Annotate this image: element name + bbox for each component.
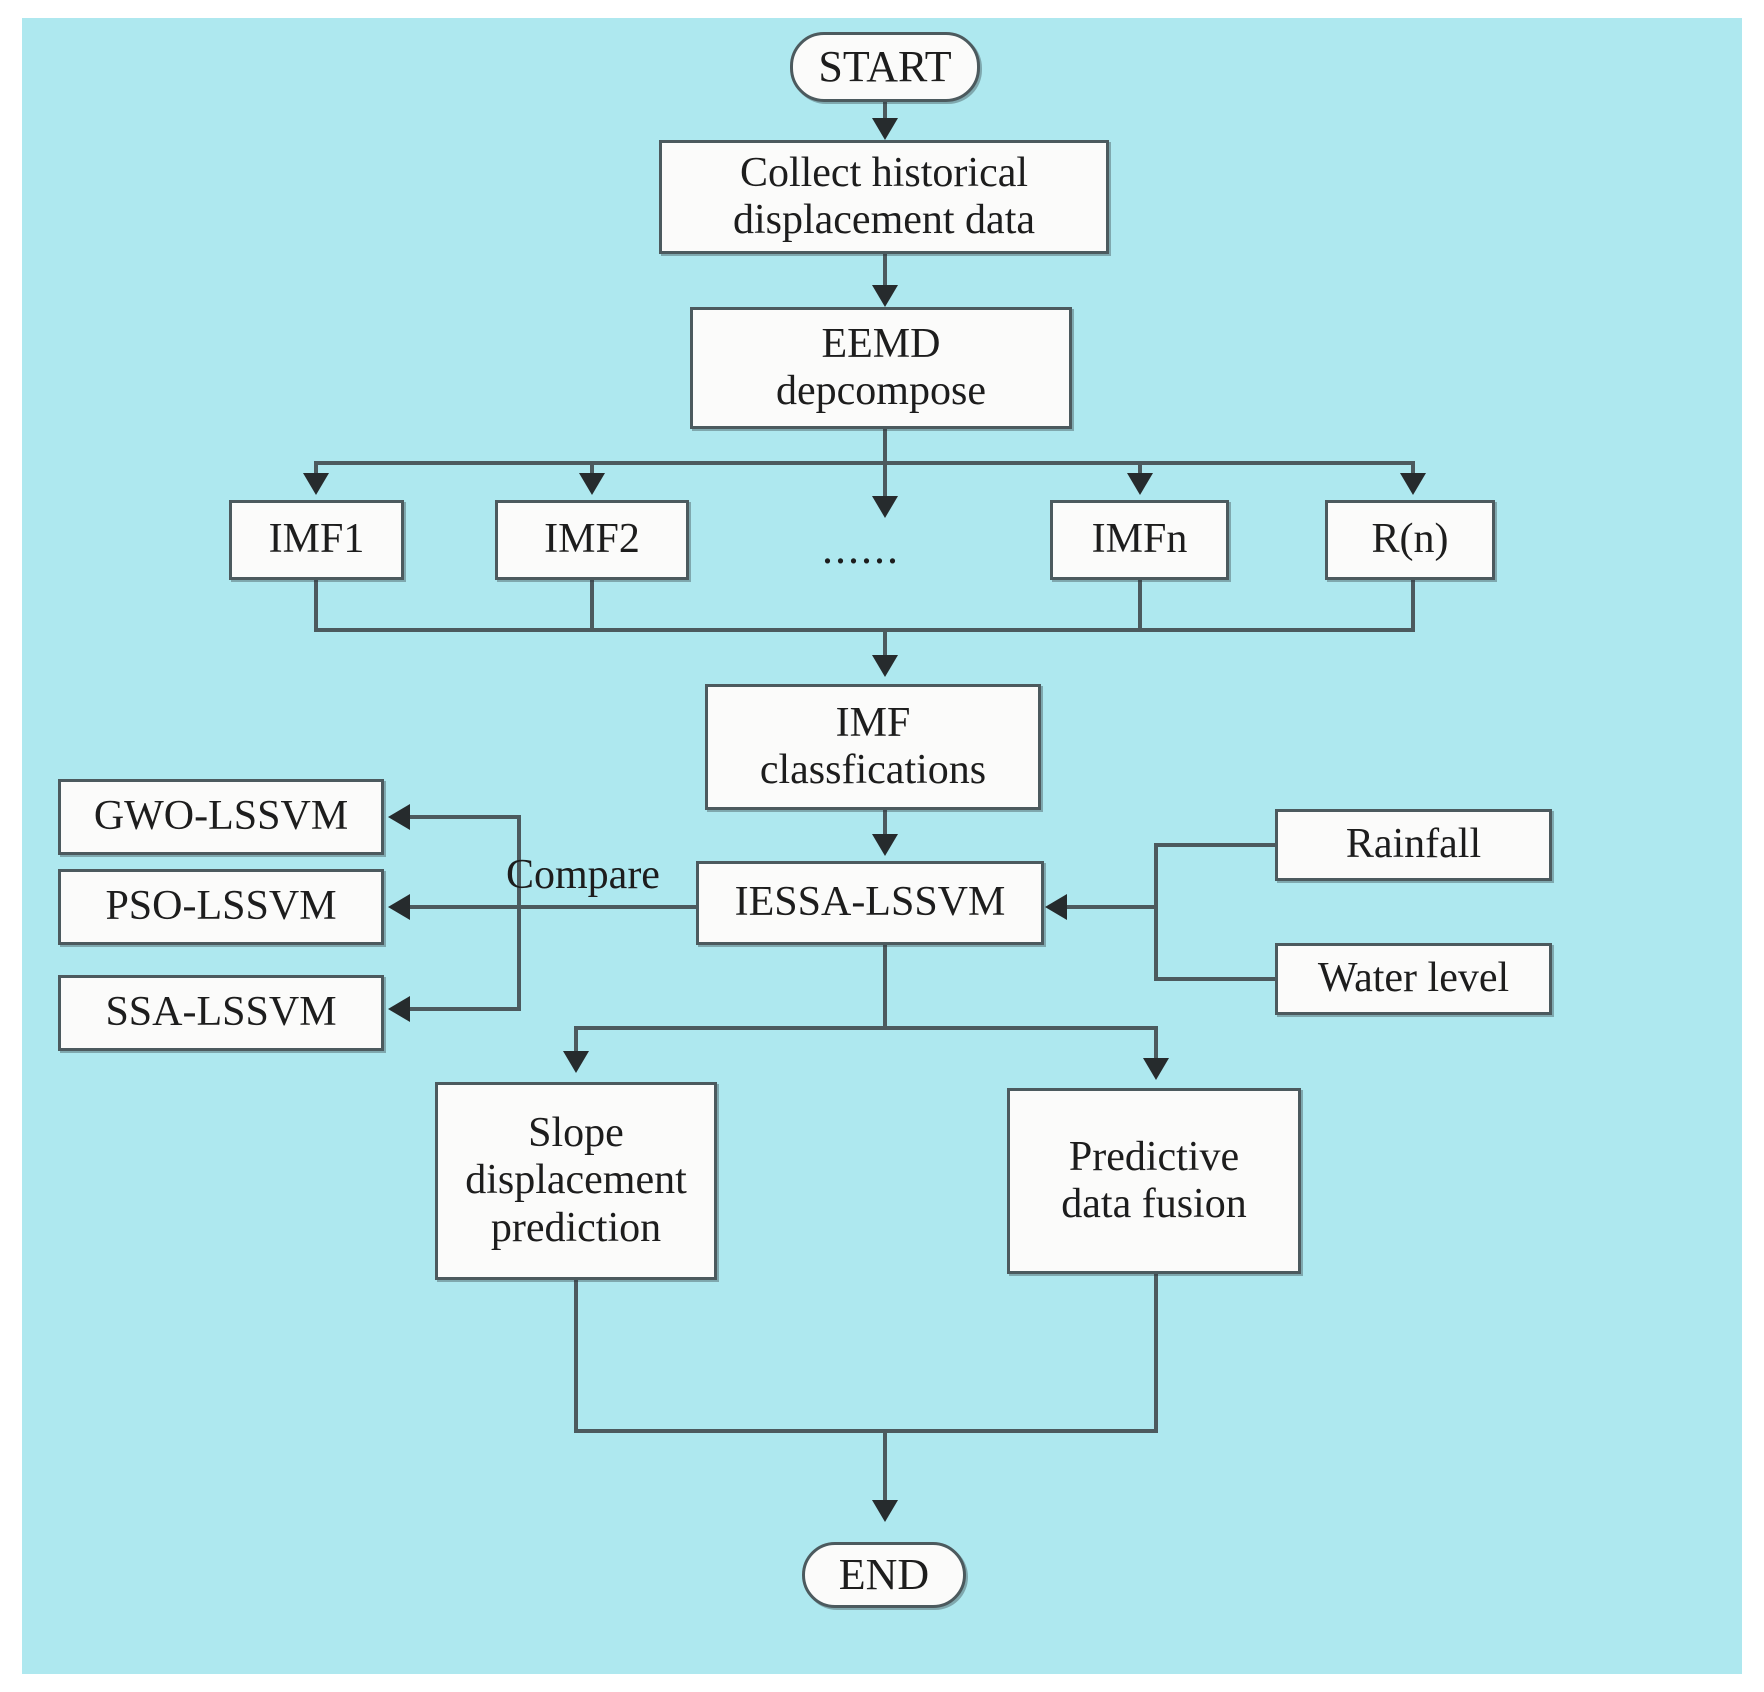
flowchart-canvas: START Collect historical displacement da… [22, 18, 1742, 1674]
edge-bottom-merge-bus [574, 1429, 1158, 1433]
edge-bus-to-imf1 [314, 461, 318, 478]
edge-eemd-stem [883, 429, 887, 463]
node-iessa-lssvm[interactable]: IESSA-LSSVM [696, 861, 1044, 945]
edge-split-to-slope [574, 1026, 578, 1057]
node-eemd-line1: EEMD [821, 320, 941, 367]
node-collect-line2: displacement data [732, 197, 1036, 243]
edge-collect-to-eemd [883, 254, 887, 291]
edge-start-to-collect [883, 102, 887, 124]
node-imf2[interactable]: IMF2 [495, 500, 689, 580]
arrowhead-bus-to-imfn [1127, 473, 1153, 495]
node-pso-lssvm[interactable]: PSO-LSSVM [58, 869, 384, 945]
edge-imf2-stub [590, 580, 594, 632]
arrowhead-merge-to-end [872, 1500, 898, 1522]
edge-imf-merge-bus [314, 628, 1415, 632]
node-start-label: START [818, 42, 952, 92]
arrowhead-compare-to-ssa [388, 996, 410, 1022]
arrowhead-imf-class-to-iessa [872, 834, 898, 856]
edge-bottom-split-bus [574, 1026, 1158, 1030]
arrowhead-merge-to-imf-class [872, 655, 898, 677]
node-start[interactable]: START [790, 32, 980, 102]
node-imf-class-line1: IMF [835, 699, 911, 746]
node-gwo-label: GWO-LSSVM [93, 793, 349, 840]
edge-water-level-stub [1154, 977, 1279, 981]
edge-iessa-down-stem [883, 945, 887, 1030]
node-end-label: END [838, 1550, 930, 1600]
arrowhead-bus-to-rn [1400, 473, 1426, 495]
node-iessa-label: IESSA-LSSVM [734, 879, 1006, 926]
edge-bus-to-imfn [1138, 461, 1142, 478]
edge-eemd-to-ellipsis [883, 461, 887, 501]
node-rn-label: R(n) [1371, 516, 1449, 563]
edge-label-compare: Compare [506, 852, 660, 898]
node-imf-class-line2: classfications [759, 747, 987, 793]
arrowhead-compare-to-gwo [388, 804, 410, 830]
edge-merge-to-imf-class [883, 628, 887, 660]
node-pso-label: PSO-LSSVM [105, 883, 337, 930]
node-collect-historical-displacement-data[interactable]: Collect historical displacement data [659, 140, 1109, 254]
edge-bus-to-rn [1411, 461, 1415, 478]
arrowhead-bus-to-imf1 [303, 473, 329, 495]
edge-compare-to-gwo [410, 815, 521, 819]
node-predictive-data-fusion[interactable]: Predictive data fusion [1007, 1088, 1301, 1274]
node-rn[interactable]: R(n) [1325, 500, 1495, 580]
edge-iessa-to-pso [410, 905, 698, 909]
node-ssa-lssvm[interactable]: SSA-LSSVM [58, 975, 384, 1051]
arrowhead-split-to-slope [563, 1051, 589, 1073]
edge-imfn-stub [1138, 580, 1142, 632]
node-gwo-lssvm[interactable]: GWO-LSSVM [58, 779, 384, 855]
edge-inputs-riser [1154, 843, 1158, 979]
edge-compare-riser [517, 815, 521, 1011]
node-slope-line3: prediction [490, 1204, 662, 1251]
arrowhead-inputs-to-iessa [1045, 894, 1067, 920]
node-slope-line1: Slope [528, 1110, 624, 1157]
edge-bus-to-imf2 [590, 461, 594, 478]
arrowhead-collect-to-eemd [872, 285, 898, 307]
edge-imf-class-to-iessa [883, 810, 887, 838]
node-imfn-label: IMFn [1091, 516, 1188, 563]
node-slope-line2: displacement [465, 1157, 687, 1204]
node-imf-classifications[interactable]: IMF classfications [705, 684, 1041, 810]
edge-imf1-stub [314, 580, 318, 632]
arrowhead-start-to-collect [872, 118, 898, 140]
edge-rainfall-stub [1154, 843, 1279, 847]
node-eemd-decompose[interactable]: EEMD depcompose [690, 307, 1072, 429]
edge-rn-stub [1411, 580, 1415, 632]
node-end[interactable]: END [802, 1542, 966, 1608]
node-water-level-label: Water level [1317, 955, 1510, 1002]
node-fusion-line2: data fusion [1061, 1181, 1247, 1227]
node-ssa-label: SSA-LSSVM [105, 989, 337, 1036]
edge-slope-stub-down [574, 1280, 578, 1433]
edge-inputs-to-iessa [1067, 905, 1156, 909]
node-rainfall[interactable]: Rainfall [1275, 809, 1552, 881]
node-rainfall-label: Rainfall [1345, 821, 1482, 868]
node-slope-displacement-prediction[interactable]: Slope displacement prediction [435, 1082, 717, 1280]
edge-merge-to-end [883, 1429, 887, 1505]
node-water-level[interactable]: Water level [1275, 943, 1552, 1015]
edge-split-to-fusion [1154, 1026, 1158, 1063]
node-collect-line1: Collect historical [739, 149, 1029, 196]
node-imfn[interactable]: IMFn [1050, 500, 1229, 580]
arrowhead-iessa-to-pso [388, 894, 410, 920]
node-imf1[interactable]: IMF1 [229, 500, 404, 580]
node-imf2-label: IMF2 [544, 516, 640, 563]
edge-compare-to-ssa [410, 1007, 521, 1011]
node-ellipsis: ...... [822, 524, 900, 573]
arrowhead-eemd-to-ellipsis [872, 496, 898, 518]
edge-fusion-stub-down [1154, 1274, 1158, 1433]
node-fusion-line1: Predictive [1068, 1133, 1240, 1180]
node-imf1-label: IMF1 [268, 516, 365, 563]
node-eemd-line2: depcompose [776, 368, 986, 414]
edge-eemd-fanout-bus [314, 461, 1414, 465]
arrowhead-split-to-fusion [1143, 1058, 1169, 1080]
arrowhead-bus-to-imf2 [579, 473, 605, 495]
